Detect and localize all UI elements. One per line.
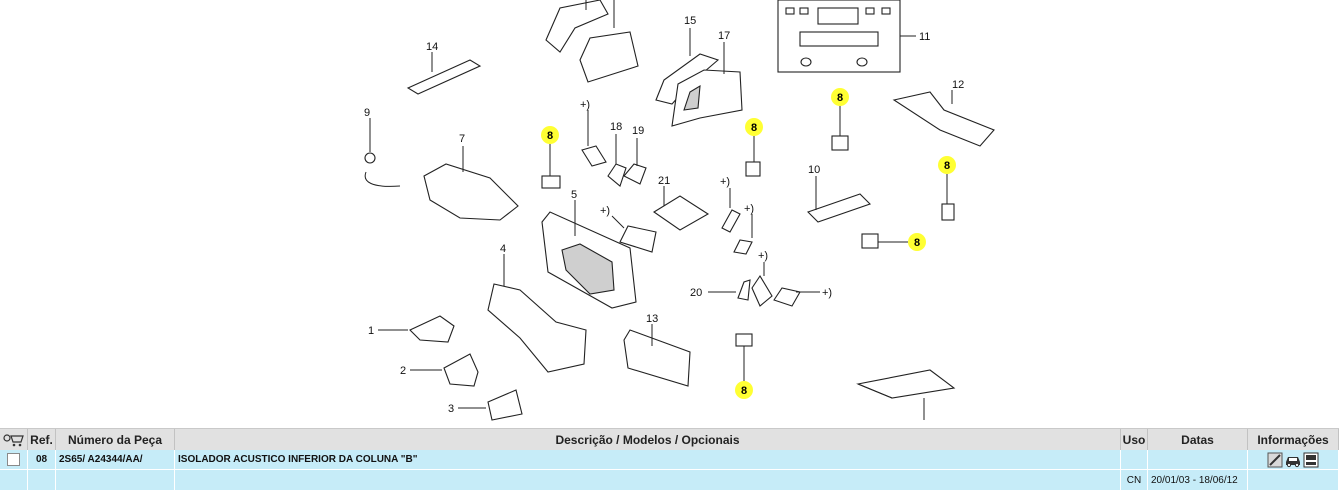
- vehicle-models-icon[interactable]: [1285, 452, 1301, 468]
- label-10: 10: [808, 164, 820, 176]
- label-5: 5: [571, 189, 577, 201]
- part-1[interactable]: 1: [368, 315, 455, 343]
- header-description[interactable]: Descrição / Modelos / Opcionais: [175, 429, 1121, 450]
- label-13: 13: [646, 313, 658, 325]
- part-plus-b[interactable]: +): [600, 205, 657, 253]
- part-13[interactable]: 13: [623, 313, 691, 387]
- label-15: 15: [684, 15, 696, 27]
- part-14[interactable]: 14: [406, 41, 482, 95]
- part-plus-f[interactable]: +): [773, 287, 832, 307]
- row-dates: 20/01/03 - 18/06/12: [1148, 470, 1248, 490]
- label-1: 1: [368, 325, 374, 337]
- part-8-e[interactable]: 8: [861, 233, 926, 251]
- table-row-detail: CN 20/01/03 - 18/06/12: [0, 470, 1339, 490]
- part-7[interactable]: 7: [423, 133, 519, 221]
- label-9: 9: [364, 107, 370, 119]
- part-plus-e[interactable]: +): [751, 250, 773, 307]
- row-select-checkbox[interactable]: [7, 453, 20, 466]
- label-14: 14: [426, 41, 438, 53]
- row-info-icons: [1248, 450, 1339, 469]
- table-header: Ref. Número da Peça Descrição / Modelos …: [0, 428, 1339, 450]
- part-12[interactable]: 12: [892, 79, 995, 147]
- header-ref[interactable]: Ref.: [28, 429, 56, 450]
- label-plus-d: +): [744, 203, 754, 215]
- label-plus-e: +): [758, 250, 768, 262]
- part-5[interactable]: 5: [541, 189, 637, 309]
- header-part-number[interactable]: Número da Peça: [56, 429, 175, 450]
- part-10[interactable]: 10: [806, 164, 872, 223]
- row-select-cell: [0, 450, 28, 469]
- label-plus-c: +): [720, 176, 730, 188]
- detail-empty-ref: [28, 470, 56, 490]
- row-ref: 08: [28, 450, 56, 469]
- label-21: 21: [658, 175, 670, 187]
- label-12: 12: [952, 79, 964, 91]
- parts-table: Ref. Número da Peça Descrição / Modelos …: [0, 428, 1339, 492]
- label-plus-a: +): [580, 99, 590, 111]
- part-4[interactable]: 4: [487, 243, 587, 373]
- label-4: 4: [500, 243, 506, 255]
- label-19: 19: [632, 125, 644, 137]
- truck-icon[interactable]: [1303, 452, 1319, 468]
- part-8-f[interactable]: 8: [735, 333, 753, 399]
- part-21[interactable]: 21: [652, 175, 710, 231]
- part-8-d[interactable]: 8: [938, 156, 956, 221]
- part-plus-a[interactable]: +): [580, 99, 607, 167]
- part-17[interactable]: 17: [671, 30, 743, 127]
- edit-note-icon[interactable]: [1267, 452, 1283, 468]
- label-plus-f: +): [822, 287, 832, 299]
- label-11: 11: [919, 31, 930, 43]
- part-plus-d[interactable]: +): [733, 203, 754, 255]
- part-8-a[interactable]: 8: [541, 126, 561, 189]
- label-2: 2: [400, 365, 406, 377]
- part-plus-c[interactable]: +): [720, 176, 741, 233]
- table-row[interactable]: 08 2S65/ A24344/AA/ ISOLADOR ACUSTICO IN…: [0, 450, 1339, 469]
- header-info[interactable]: Informações: [1248, 429, 1339, 450]
- detail-empty-sel: [0, 470, 28, 490]
- part-8-c[interactable]: 8: [831, 88, 849, 151]
- header-dates[interactable]: Datas: [1148, 429, 1248, 450]
- label-plus-b: +): [600, 205, 610, 217]
- row-uso: CN: [1121, 470, 1148, 490]
- part-11[interactable]: 11: [777, 0, 930, 73]
- part-2[interactable]: 2: [400, 353, 479, 387]
- label-17: 17: [718, 30, 730, 42]
- row-description: ISOLADOR ACUSTICO INFERIOR DA COLUNA "B": [175, 450, 1121, 469]
- callout-8-e: 8: [914, 237, 920, 249]
- callout-8-b: 8: [751, 122, 757, 134]
- detail-empty-info: [1248, 470, 1339, 490]
- row-part-number: 2S65/ A24344/AA/: [56, 450, 175, 469]
- part-16[interactable]: [545, 0, 639, 83]
- cart-icon[interactable]: [0, 429, 28, 450]
- part-3[interactable]: 3: [448, 389, 523, 421]
- callout-8-c: 8: [837, 92, 843, 104]
- label-7: 7: [459, 133, 465, 145]
- detail-empty-num: [56, 470, 175, 490]
- row-uso-empty: [1121, 450, 1148, 469]
- part-20[interactable]: 20: [690, 279, 751, 301]
- part-floor-mat[interactable]: [856, 369, 956, 420]
- label-18: 18: [610, 121, 622, 133]
- callout-8-d: 8: [944, 160, 950, 172]
- label-20: 20: [690, 287, 702, 299]
- part-18[interactable]: 18: [607, 121, 627, 187]
- part-9[interactable]: 9: [364, 107, 401, 187]
- callout-8-f: 8: [741, 385, 747, 397]
- exploded-parts-diagram: 14 15 17 11 12: [364, 0, 995, 421]
- part-19[interactable]: 19: [623, 125, 647, 185]
- row-dates-empty: [1148, 450, 1248, 469]
- header-uso[interactable]: Uso: [1121, 429, 1148, 450]
- detail-empty-desc: [175, 470, 1121, 490]
- callout-8-a: 8: [547, 130, 553, 142]
- label-3: 3: [448, 403, 454, 415]
- part-8-b[interactable]: 8: [745, 118, 763, 177]
